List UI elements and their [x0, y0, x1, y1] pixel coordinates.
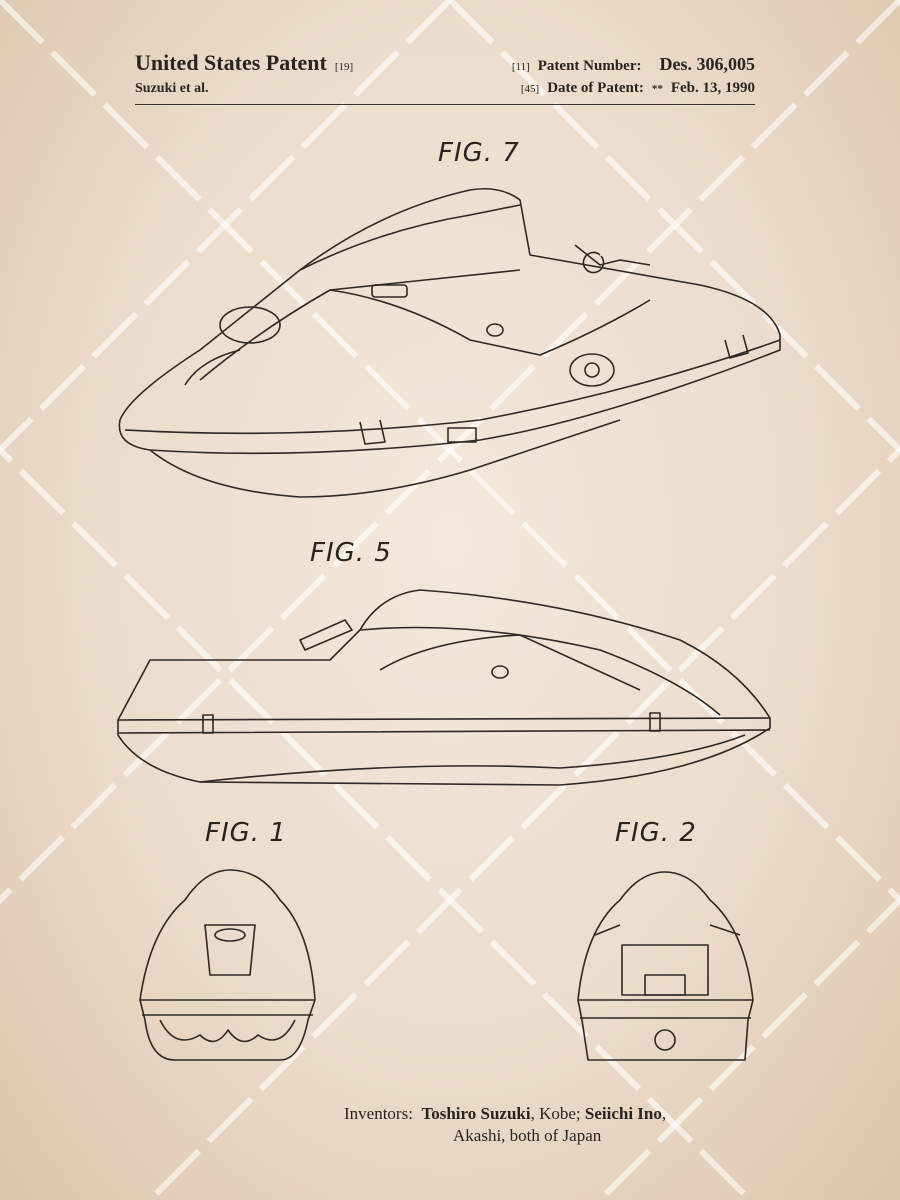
date-marker: ** — [651, 83, 663, 95]
fig2-label: FIG. 2 — [615, 818, 697, 848]
inventor-2: Seiichi Ino — [584, 1104, 662, 1123]
date-label: Date of Patent: — [547, 80, 644, 96]
patent-title: United States Patent — [135, 50, 327, 75]
inventors-line-1: Inventors: Toshiro Suzuki, Kobe; Seiichi… — [344, 1103, 666, 1125]
fig1-jetski-front — [139, 869, 316, 1061]
title-code: [19] — [334, 61, 354, 73]
header-row-2: Suzuki et al. [45] Date of Patent: ** Fe… — [135, 80, 755, 97]
fig2-jetski-rear — [577, 871, 754, 1061]
header-rule — [135, 104, 755, 105]
date-code: [45] — [520, 83, 540, 95]
patent-number-value: Des. 306,005 — [659, 54, 756, 74]
fig7-jetski-perspective — [118, 187, 781, 498]
assignee: Suzuki et al. — [135, 81, 209, 96]
header-row-1: United States Patent [19] [11] Patent Nu… — [135, 50, 755, 76]
inventor-1-place: , Kobe; — [530, 1104, 585, 1123]
inventors-block: Inventors: Toshiro Suzuki, Kobe; Seiichi… — [344, 1103, 666, 1147]
date-value: Feb. 13, 1990 — [670, 80, 755, 96]
fig5-jetski-side — [117, 589, 771, 786]
patent-number-label: Patent Number: — [537, 58, 642, 74]
inventor-1: Toshiro Suzuki — [421, 1104, 531, 1123]
inventors-line-2: Akashi, both of Japan — [453, 1126, 602, 1145]
inventors-label: Inventors: — [344, 1104, 413, 1123]
number-code: [11] — [511, 61, 530, 73]
fig7-label: FIG. 7 — [438, 138, 520, 168]
fig5-label: FIG. 5 — [310, 538, 392, 568]
inventor-2-place: , — [661, 1104, 667, 1123]
fig1-label: FIG. 1 — [205, 818, 287, 848]
